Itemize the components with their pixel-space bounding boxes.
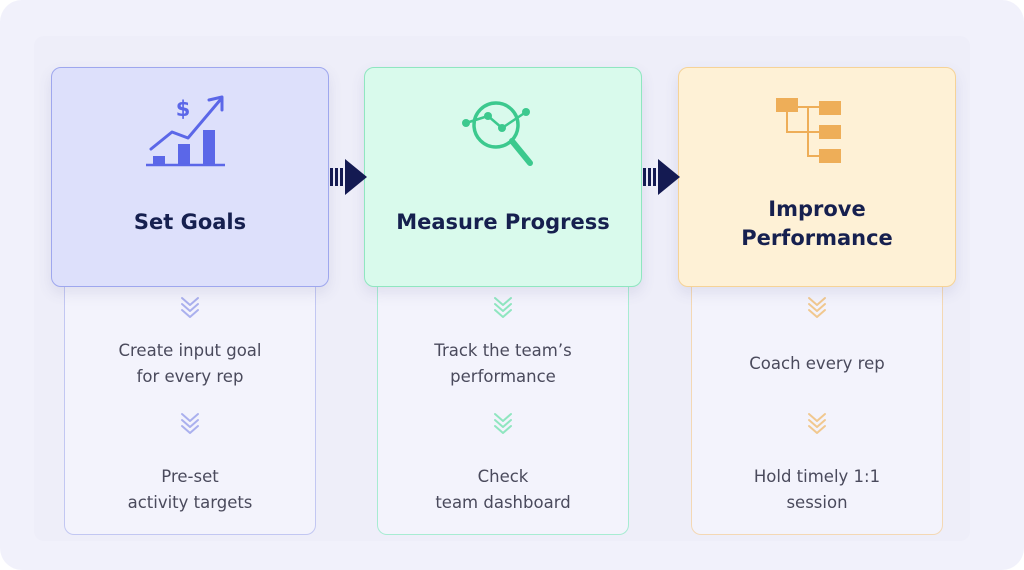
- step-details-card: Coach every rep Hold timely 1:1 session: [691, 285, 943, 535]
- step-details-card: Track the team’s performance Check team …: [377, 285, 629, 535]
- svg-text:$: $: [176, 97, 191, 121]
- step-item-text: Track the team’s performance: [434, 341, 572, 386]
- step-item-text: Pre-set activity targets: [127, 467, 253, 512]
- step-title: Improve Performance: [741, 197, 893, 250]
- step-header-card: Measure Progress: [364, 67, 642, 287]
- chevron-down-icon: [494, 297, 512, 318]
- chevron-down-icon: [181, 297, 199, 318]
- step-column-measure-progress: Track the team’s performance Check team …: [364, 0, 642, 570]
- step-item-text: Hold timely 1:1 session: [753, 467, 881, 512]
- step-item-text: Check team dashboard: [435, 467, 571, 512]
- chevron-down-icon: [181, 413, 199, 434]
- hierarchy-tree-icon: [776, 98, 841, 163]
- step-details-card: Create input goal for every rep Pre-set …: [64, 285, 316, 535]
- step-item-text: Coach every rep: [749, 354, 885, 373]
- double-arrow-right-icon: [330, 159, 367, 195]
- step-header-card: $ Set Goals: [51, 67, 329, 287]
- step-column-improve-performance: Coach every rep Hold timely 1:1 session …: [678, 0, 956, 570]
- step-item-text: Create input goal for every rep: [118, 341, 262, 386]
- chevron-down-icon: [808, 297, 826, 318]
- step-column-set-goals: Create input goal for every rep Pre-set …: [51, 0, 329, 570]
- step-title: Measure Progress: [396, 210, 610, 234]
- double-arrow-right-icon: [643, 159, 680, 195]
- step-title: Set Goals: [133, 210, 247, 234]
- chevron-down-icon: [808, 413, 826, 434]
- chevron-down-icon: [494, 413, 512, 434]
- step-header-card: Improve Performance: [678, 67, 956, 287]
- magnifier-analytics-icon: [462, 101, 533, 166]
- bar-chart-dollar-icon: $: [146, 95, 225, 167]
